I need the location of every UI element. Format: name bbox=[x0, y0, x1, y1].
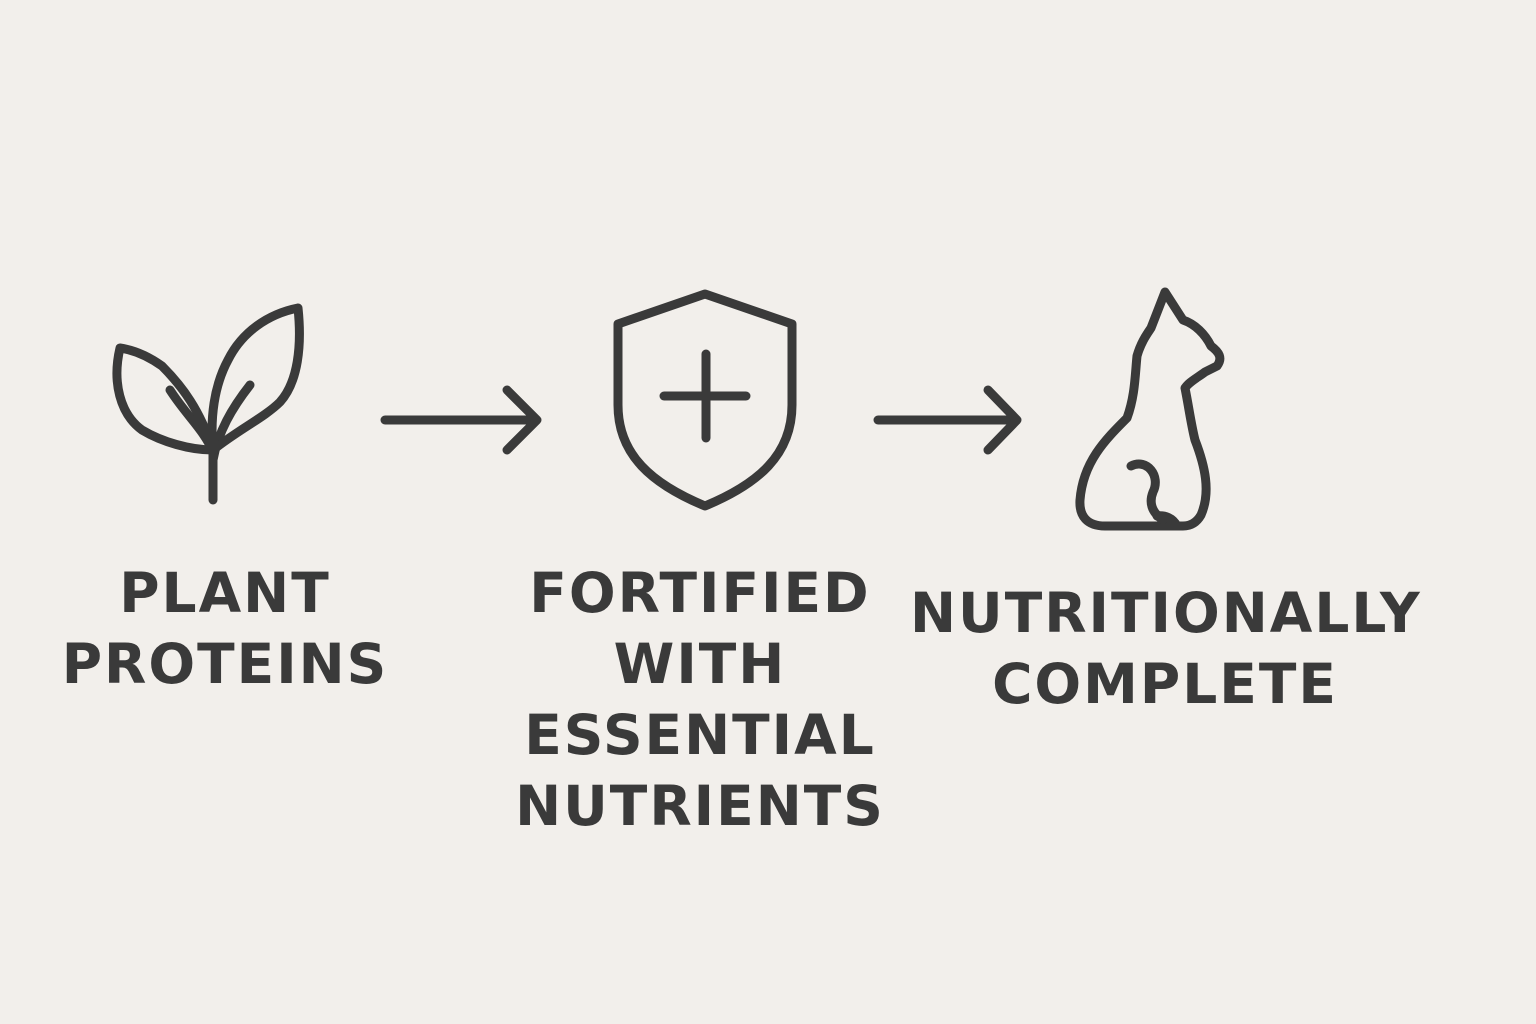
label-line: NUTRITIONALLY bbox=[910, 581, 1422, 645]
arrow-right-icon bbox=[370, 375, 555, 465]
label-line: FORTIFIED bbox=[529, 561, 871, 625]
label-line: NUTRIENTS bbox=[515, 774, 885, 838]
label-line: COMPLETE bbox=[992, 652, 1338, 716]
arrow-right-icon bbox=[865, 375, 1035, 465]
label-line: PLANT bbox=[119, 561, 331, 625]
label-line: PROTEINS bbox=[61, 632, 389, 696]
step-label-nutritionally-complete: NUTRITIONALLY COMPLETE bbox=[910, 578, 1420, 720]
step-label-plant-proteins: PLANT PROTEINS bbox=[40, 558, 410, 700]
label-line: ESSENTIAL bbox=[524, 703, 876, 767]
shield-plus-icon bbox=[600, 280, 810, 520]
plant-sprout-icon bbox=[100, 290, 320, 520]
step-label-fortified: FORTIFIED WITH ESSENTIAL NUTRIENTS bbox=[490, 558, 910, 842]
label-line: WITH bbox=[613, 632, 787, 696]
cat-icon bbox=[1065, 280, 1235, 540]
